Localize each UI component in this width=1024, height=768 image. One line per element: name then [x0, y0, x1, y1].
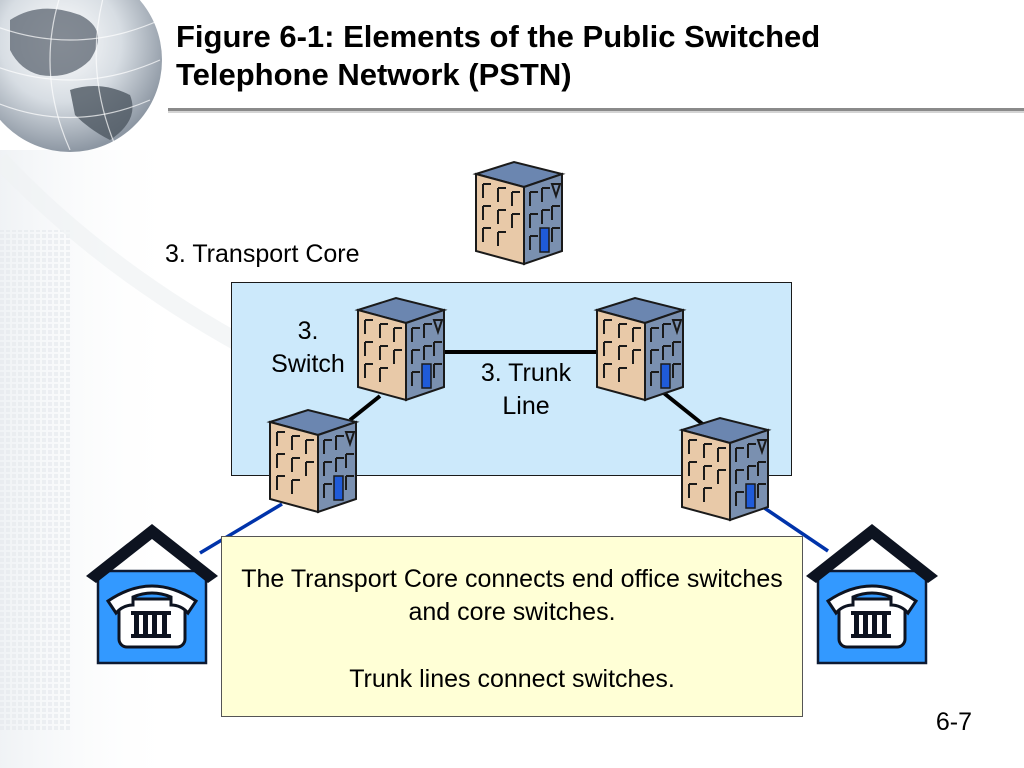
page-number: 6-7: [935, 708, 972, 736]
building-icon: [475, 161, 563, 265]
building-icon: [681, 417, 769, 521]
access-line-right: [759, 503, 829, 553]
building-icon: [596, 297, 684, 401]
title-line-1: Figure 6-1: Elements of the Public Switc…: [176, 19, 821, 54]
transport-core-label: 3. Transport Core: [165, 240, 360, 268]
house-icon: [84, 522, 220, 665]
switch-label-line-2: Switch: [271, 350, 345, 378]
slide-title: Figure 6-1: Elements of the Public Switc…: [176, 18, 996, 94]
trunk-line-right: [658, 388, 707, 428]
trunk-label-line-1: 3. Trunk: [480, 359, 572, 387]
title-line-2: Telephone Network (PSTN): [176, 57, 572, 92]
title-divider-shadow: [168, 111, 1024, 113]
access-line-left: [199, 502, 283, 555]
switch-label-line-1: 3.: [297, 317, 319, 345]
note-line-1: The Transport Core connects end office s…: [241, 565, 783, 626]
trunk-label-line-2: Line: [502, 392, 550, 420]
title-divider: [168, 108, 1024, 111]
building-icon: [357, 297, 445, 401]
trunk-line-left: [348, 394, 382, 422]
globe-icon: [0, 0, 162, 152]
note-line-2: Trunk lines connect switches.: [349, 665, 675, 693]
switch-label: 3. Switch: [258, 315, 358, 381]
house-icon: [804, 522, 940, 665]
trunk-line-label: 3. Trunk Line: [466, 357, 586, 423]
building-icon: [269, 409, 357, 513]
explanation-note: The Transport Core connects end office s…: [221, 536, 803, 717]
